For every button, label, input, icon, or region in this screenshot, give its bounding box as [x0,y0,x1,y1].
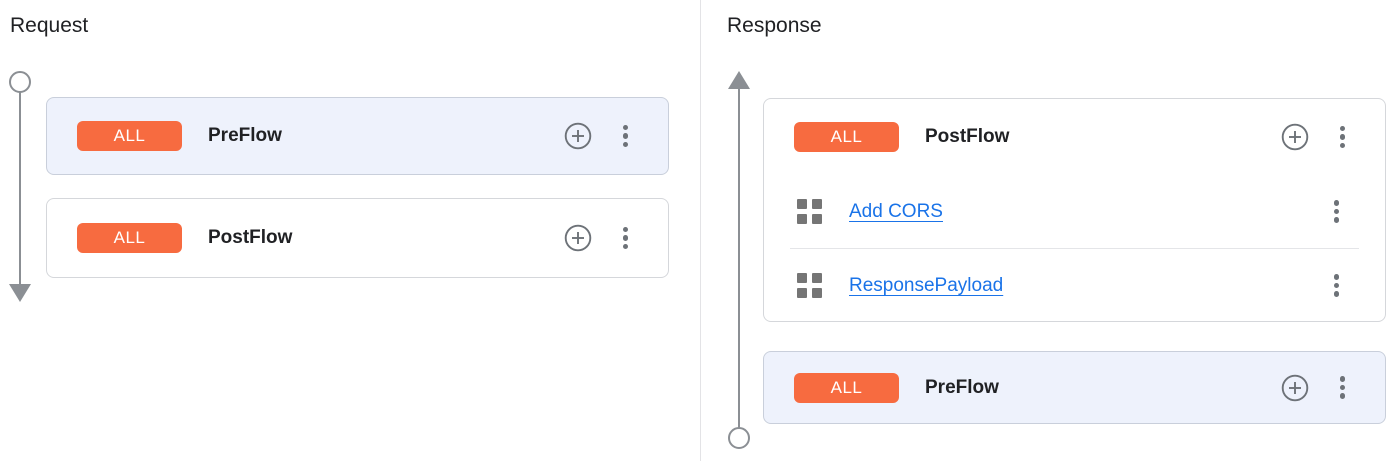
policy-link-responsepayload[interactable]: ResponsePayload [849,274,1004,296]
more-options-button[interactable] [621,225,631,252]
kebab-menu-icon [621,225,631,252]
response-panel-title: Response [727,14,822,37]
flow-name: PostFlow [208,227,293,248]
flow-name: PreFlow [925,376,999,398]
condition-badge: ALL [794,372,899,403]
policy-grid-icon [797,273,822,298]
plus-circle-icon [1281,374,1308,401]
condition-badge: ALL [794,122,899,152]
kebab-menu-icon [1338,124,1348,151]
policy-link-add-cors[interactable]: Add CORS [849,200,943,222]
flow-header[interactable]: ALL PreFlow [764,352,1385,423]
more-options-button[interactable] [1332,198,1342,225]
flow-header[interactable]: ALL PreFlow [47,98,668,174]
kebab-menu-icon [621,123,631,150]
more-options-button[interactable] [621,123,631,150]
more-options-button[interactable] [1332,272,1342,299]
plus-circle-icon [1281,123,1308,151]
policy-grid-icon [797,199,822,224]
condition-badge: ALL [77,121,182,151]
panel-divider [700,0,701,461]
flow-header[interactable]: ALL PostFlow [47,199,668,277]
response-postflow-card[interactable]: ALL PostFlow Add CORS [763,98,1386,322]
condition-badge: ALL [77,223,182,253]
arrow-up-icon [728,71,750,89]
kebab-menu-icon [1332,198,1342,225]
response-preflow-card[interactable]: ALL PreFlow [763,351,1386,424]
timeline-start-circle [9,71,31,93]
plus-circle-icon [564,224,591,252]
policy-divider [790,248,1359,249]
add-policy-button[interactable] [563,223,593,253]
response-timeline-arrow-up [728,71,750,449]
more-options-button[interactable] [1338,124,1348,151]
kebab-menu-icon [1338,374,1348,401]
kebab-menu-icon [1332,272,1342,299]
plus-circle-icon [564,122,591,150]
flow-name: PreFlow [208,125,282,146]
add-policy-button[interactable] [563,121,593,151]
flow-header[interactable]: ALL PostFlow [764,99,1385,175]
add-policy-button[interactable] [1280,122,1310,152]
request-postflow-card[interactable]: ALL PostFlow [46,198,669,278]
arrow-down-icon [9,284,31,302]
request-panel-title: Request [10,14,89,37]
flow-name: PostFlow [925,126,1010,147]
policy-row-responsepayload: ResponsePayload [764,249,1385,322]
request-preflow-card[interactable]: ALL PreFlow [46,97,669,175]
request-timeline-arrow-down [9,71,31,302]
policy-row-add-cors: Add CORS [764,175,1385,248]
add-policy-button[interactable] [1280,373,1310,403]
more-options-button[interactable] [1338,374,1348,401]
timeline-start-circle [728,427,750,449]
